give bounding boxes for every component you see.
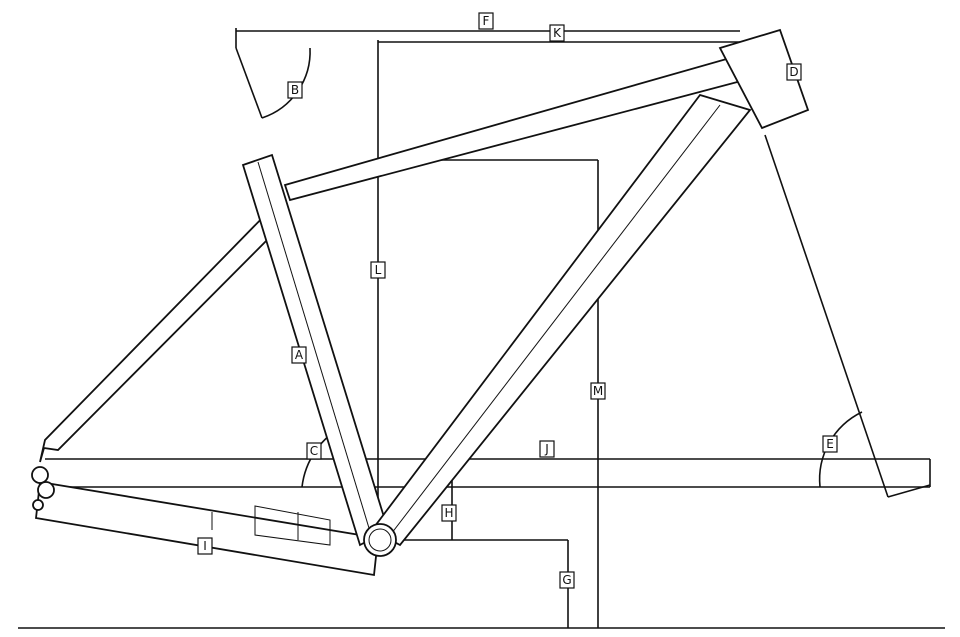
svg-text:A: A (295, 348, 304, 362)
rear-dropout (31, 466, 55, 511)
svg-text:J: J (544, 442, 549, 456)
svg-text:C: C (310, 444, 318, 458)
label-J: J (539, 440, 555, 458)
label-G: G (559, 571, 575, 589)
down-tube (370, 93, 752, 547)
label-E: E (822, 435, 838, 453)
dimension-F (235, 28, 740, 119)
label-M: M (590, 382, 606, 400)
svg-text:F: F (483, 14, 490, 28)
svg-text:E: E (826, 437, 834, 451)
chainstay (35, 480, 379, 577)
svg-text:H: H (444, 506, 453, 520)
svg-text:G: G (562, 573, 571, 587)
seatstay (39, 208, 284, 463)
head-tube (718, 28, 810, 130)
svg-text:K: K (553, 26, 562, 40)
angle-E (764, 134, 931, 498)
label-D: D (786, 63, 802, 81)
label-I: I (197, 537, 213, 555)
svg-text:B: B (291, 83, 299, 97)
angle-B-arc (261, 47, 311, 119)
label-L: L (370, 261, 386, 279)
label-C: C (306, 442, 322, 460)
svg-text:D: D (789, 65, 798, 79)
dimension-K (377, 40, 740, 520)
label-H: H (441, 504, 457, 522)
label-K: K (549, 24, 565, 42)
label-B: B (287, 81, 303, 99)
svg-text:L: L (375, 263, 382, 277)
svg-text:M: M (593, 384, 603, 398)
label-F: F (478, 12, 494, 30)
label-A: A (291, 346, 307, 364)
svg-text:I: I (203, 539, 207, 553)
